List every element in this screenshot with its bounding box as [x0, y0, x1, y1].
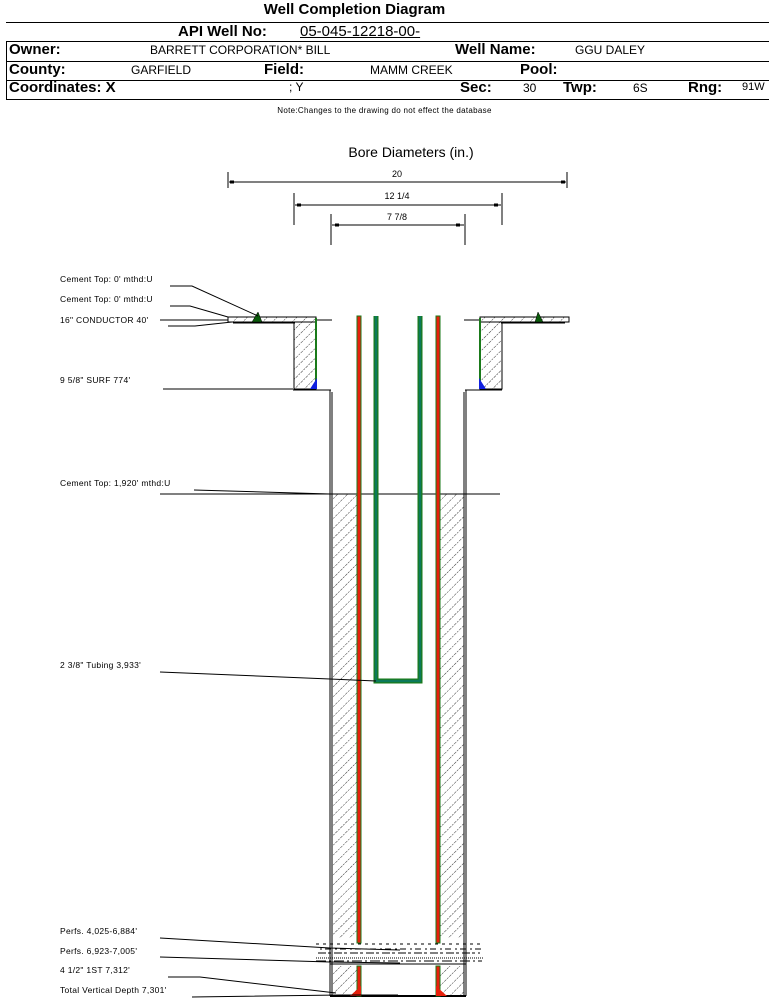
coordinates-y-label: ; Y — [289, 80, 304, 94]
header-divider — [6, 22, 769, 23]
tubing — [373, 316, 423, 684]
header-border — [6, 41, 769, 99]
api-well-label: API Well No: — [178, 23, 267, 40]
annotation-label: Cement Top: 1,920' mthd:U — [60, 478, 171, 488]
sec-label: Sec: — [460, 79, 492, 96]
annotation-label: Perfs. 4,025-6,884' — [60, 926, 137, 936]
owner-label: Owner: — [9, 41, 61, 58]
annotation-label: Cement Top: 0' mthd:U — [60, 274, 153, 284]
annotation-perfs-2: Perfs. 6,923-7,005' — [60, 946, 401, 964]
field-label: Field: — [264, 61, 304, 78]
cement-top-marker-icon — [534, 311, 544, 323]
pool-label: Pool: — [520, 61, 558, 78]
bore-diameters-title: Bore Diameters (in.) — [348, 144, 473, 160]
annotation-tubing: 2 3/8" Tubing 3,933' — [60, 660, 377, 682]
rng-value: 91W — [742, 81, 765, 93]
field-value: MAMM CREEK — [370, 63, 453, 77]
annotation-surface-casing: 9 5/8" SURF 774' — [60, 375, 293, 390]
api-well-value: 05-045-12218-00- — [300, 23, 421, 40]
annotation-cement-top-2: Cement Top: 0' mthd:U — [60, 294, 229, 318]
production-cement — [160, 493, 500, 996]
twp-value: 6S — [633, 81, 648, 95]
county-value: GARFIELD — [131, 63, 192, 77]
bore-dimension-20: 20 — [227, 169, 568, 188]
casing-shoe-icon — [350, 986, 361, 996]
twp-label: Twp: — [563, 79, 597, 96]
surface-casing — [293, 318, 503, 391]
annotation-cement-top-production: Cement Top: 1,920' mthd:U — [60, 478, 331, 495]
conductor-casing — [160, 316, 570, 324]
header-divider — [6, 99, 769, 100]
annotation-perfs-1: Perfs. 4,025-6,884' — [60, 926, 401, 951]
bore-dimension-label: 12 1/4 — [384, 191, 409, 201]
coordinates-label: Coordinates: X — [9, 79, 116, 96]
bore-dimension-7-7-8: 7 7/8 — [330, 212, 466, 245]
casing-shoe-icon — [479, 378, 486, 389]
bore-dimension-label: 20 — [392, 169, 402, 179]
page-title: Well Completion Diagram — [263, 1, 446, 18]
annotation-label: Total Vertical Depth 7,301' — [60, 985, 167, 995]
well-name-label: Well Name: — [455, 41, 536, 58]
annotation-production-casing: 4 1/2" 1ST 7,312' — [60, 965, 337, 994]
annotation-label: 16" CONDUCTOR 40' — [60, 315, 149, 325]
drawing-note: Note:Changes to the drawing do not effec… — [277, 106, 492, 115]
rng-label: Rng: — [688, 79, 723, 96]
bore-dimension-label: 7 7/8 — [387, 212, 407, 222]
header-divider — [6, 41, 769, 42]
owner-value: BARRETT CORPORATION* BILL — [150, 43, 331, 57]
annotation-conductor: 16" CONDUCTOR 40' — [60, 315, 233, 327]
annotation-label: 4 1/2" 1ST 7,312' — [60, 965, 130, 975]
annotation-cement-top-1: Cement Top: 0' mthd:U — [60, 274, 259, 317]
production-casing — [350, 315, 447, 997]
cement-top-marker-icon — [251, 311, 263, 323]
bore-dimension-12-1-4: 12 1/4 — [293, 191, 503, 225]
well-name-value: GGU DALEY — [575, 43, 646, 57]
annotation-label: Perfs. 6,923-7,005' — [60, 946, 137, 956]
perforation-zone — [316, 943, 484, 965]
annotation-label: 9 5/8" SURF 774' — [60, 375, 130, 385]
casing-shoe-icon — [310, 378, 317, 389]
sec-value: 30 — [523, 81, 537, 95]
header-divider — [6, 80, 769, 81]
casing-shoe-icon — [436, 986, 447, 996]
annotation-label: Cement Top: 0' mthd:U — [60, 294, 153, 304]
header-divider — [6, 61, 769, 62]
annotation-total-depth: Total Vertical Depth 7,301' — [60, 985, 398, 998]
annotation-label: 2 3/8" Tubing 3,933' — [60, 660, 141, 670]
county-label: County: — [9, 61, 66, 78]
